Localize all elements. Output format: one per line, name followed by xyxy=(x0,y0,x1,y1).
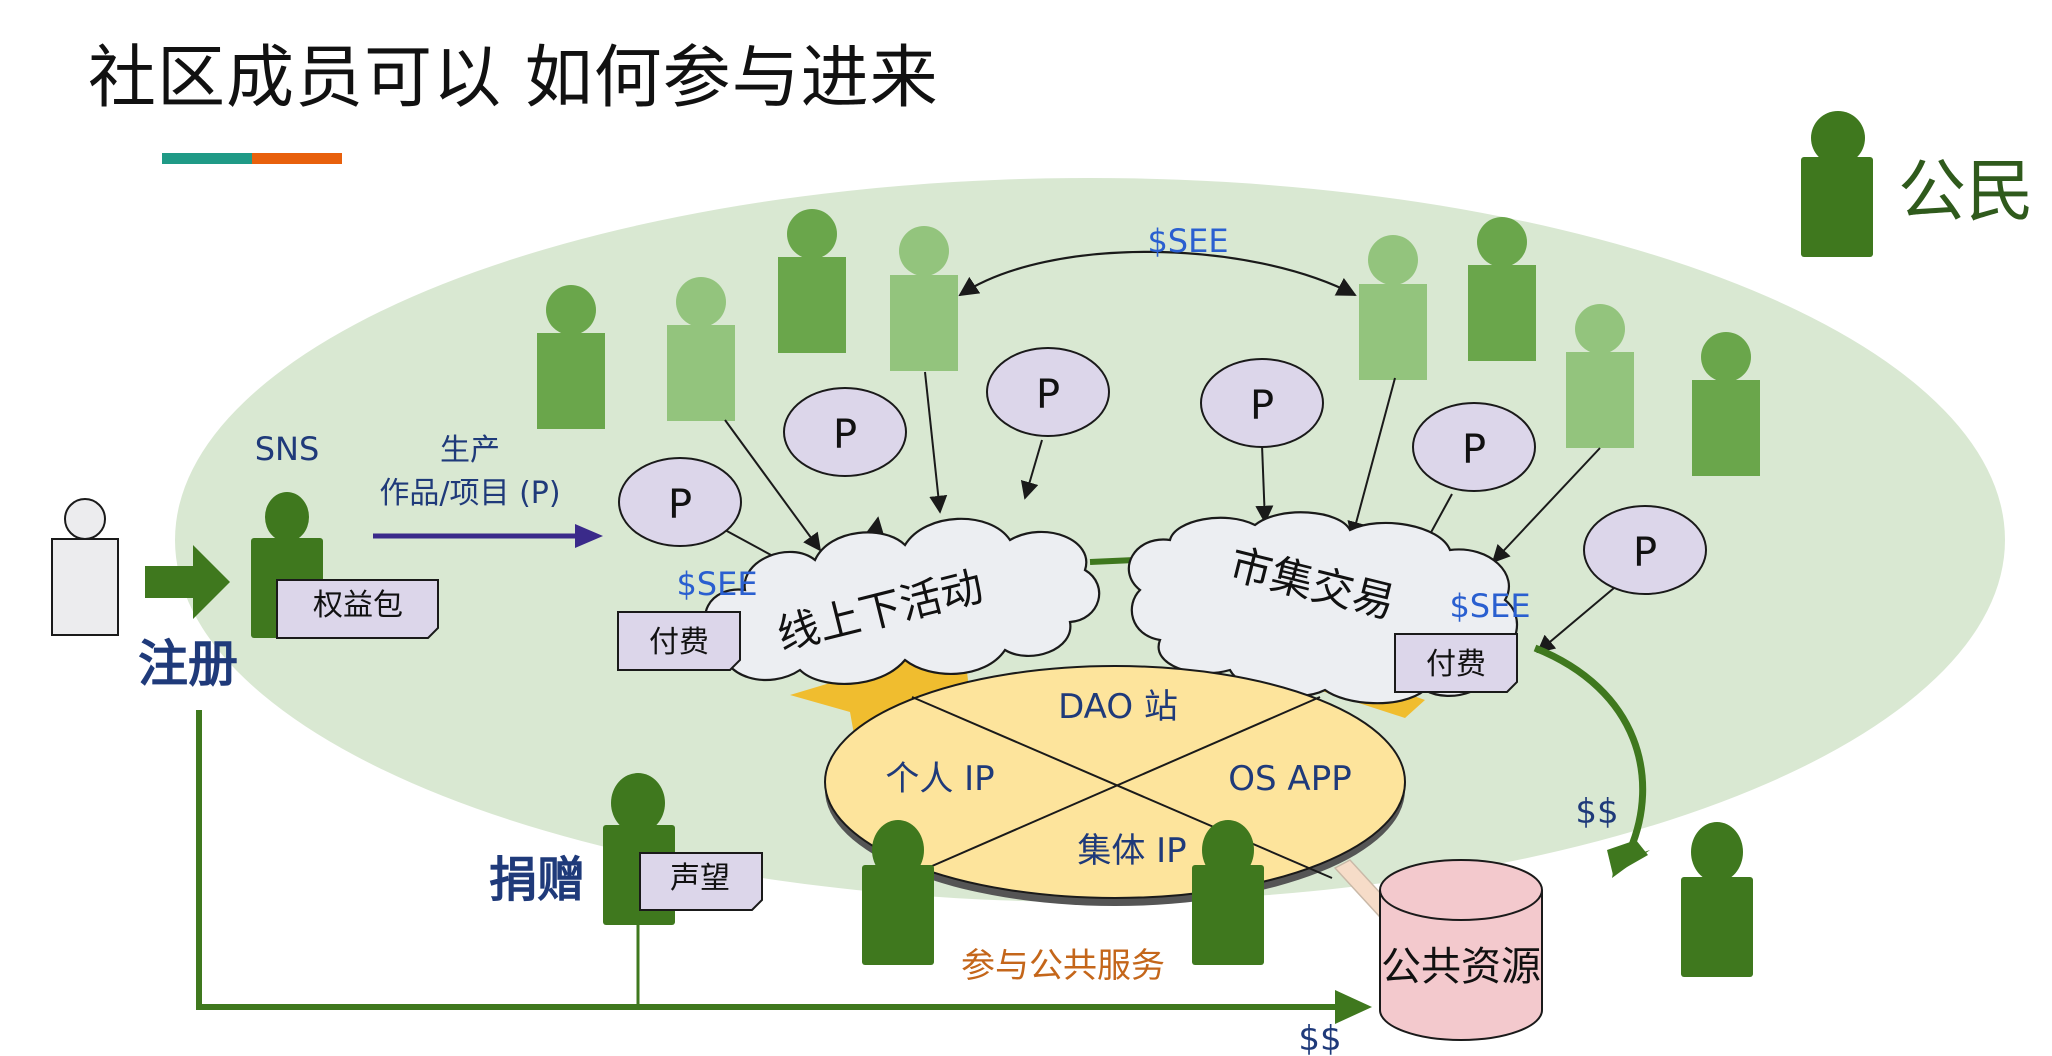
new-user-figure xyxy=(51,498,119,636)
title-accent-orange xyxy=(252,153,342,164)
member-figure xyxy=(1468,217,1536,361)
svg-text:P: P xyxy=(1633,530,1657,576)
service-member-figure xyxy=(862,820,934,965)
see-label-top: $SEE xyxy=(1147,222,1228,260)
os-app-label: OS APP xyxy=(1228,759,1351,799)
market-flow-arrow-head-fill xyxy=(1607,840,1648,875)
member-figure xyxy=(1566,304,1634,448)
community-ellipse xyxy=(175,178,2005,902)
project-bubble: P xyxy=(1583,505,1707,595)
public-resources-cylinder: 公共资源 xyxy=(1379,859,1543,1041)
flow-arrow-head xyxy=(1335,990,1372,1024)
svg-text:权益包: 权益包 xyxy=(313,588,403,623)
register-label: 注册 xyxy=(138,635,238,693)
member-figure xyxy=(778,209,846,353)
project-bubble: P xyxy=(986,347,1110,437)
support-arrow-left xyxy=(790,625,1062,740)
page-title: 社区成员可以 如何参与进来 xyxy=(88,39,939,118)
see-exchange-arrow xyxy=(958,250,1357,297)
produce-arrow-head xyxy=(575,524,603,548)
sns-label: SNS xyxy=(255,430,320,468)
donation-label: 捐赠 xyxy=(489,852,585,908)
register-arrow xyxy=(145,545,230,619)
personal-ip-label: 个人 IP xyxy=(885,759,994,799)
citizen-figure-outside xyxy=(1681,822,1753,977)
public-resources-label: 公共资源 xyxy=(1381,944,1541,990)
dao-station-label: DAO 站 xyxy=(1058,687,1178,727)
svg-text:P: P xyxy=(1036,372,1060,418)
cloud-connector xyxy=(1089,557,1136,565)
works-projects-label: 作品/项目 (P) xyxy=(379,476,560,511)
collective-ip-label: 集体 IP xyxy=(1077,831,1186,871)
member-figure xyxy=(1359,235,1427,380)
see-label-right: $SEE xyxy=(1449,587,1530,625)
svg-text:付费: 付费 xyxy=(1426,647,1486,682)
svg-text:付费: 付费 xyxy=(649,625,709,660)
cloud-online-offline: 线上下活动 xyxy=(704,517,1101,685)
market-to-resource-flow xyxy=(1533,644,1647,852)
money-label-right: $$ xyxy=(1575,792,1618,832)
fee-tag-right: 付费 xyxy=(1394,633,1518,693)
project-bubble: P xyxy=(783,387,907,477)
reputation-tag: 声望 xyxy=(639,852,763,911)
donation-flow-lines xyxy=(196,710,1340,1010)
legend-label: 公民 xyxy=(1898,153,2034,232)
project-bubble: P xyxy=(1412,402,1536,492)
see-label-left: $SEE xyxy=(676,565,757,603)
member-figure xyxy=(890,226,958,371)
svg-text:声望: 声望 xyxy=(670,861,730,896)
svg-text:P: P xyxy=(1462,427,1486,473)
money-label-bottom: $$ xyxy=(1298,1019,1341,1056)
dao-disc: DAO 站 个人 IP OS APP 集体 IP xyxy=(824,665,1406,906)
project-bubble: P xyxy=(618,457,742,547)
project-bubble: P xyxy=(1200,358,1324,448)
svg-text:P: P xyxy=(668,482,692,528)
fee-tag-left: 付费 xyxy=(617,611,741,671)
public-service-label: 参与公共服务 xyxy=(961,946,1165,986)
member-figure xyxy=(667,277,735,421)
citizen-legend-icon xyxy=(1801,111,1873,257)
service-member-figure xyxy=(1192,820,1264,965)
title-accent-teal xyxy=(162,153,252,164)
member-figure xyxy=(537,285,605,429)
svg-text:P: P xyxy=(1250,383,1274,429)
member-figure xyxy=(1692,332,1760,476)
svg-text:P: P xyxy=(833,412,857,458)
produce-label: 生产 xyxy=(440,433,500,468)
benefit-package-tag: 权益包 xyxy=(276,579,439,639)
